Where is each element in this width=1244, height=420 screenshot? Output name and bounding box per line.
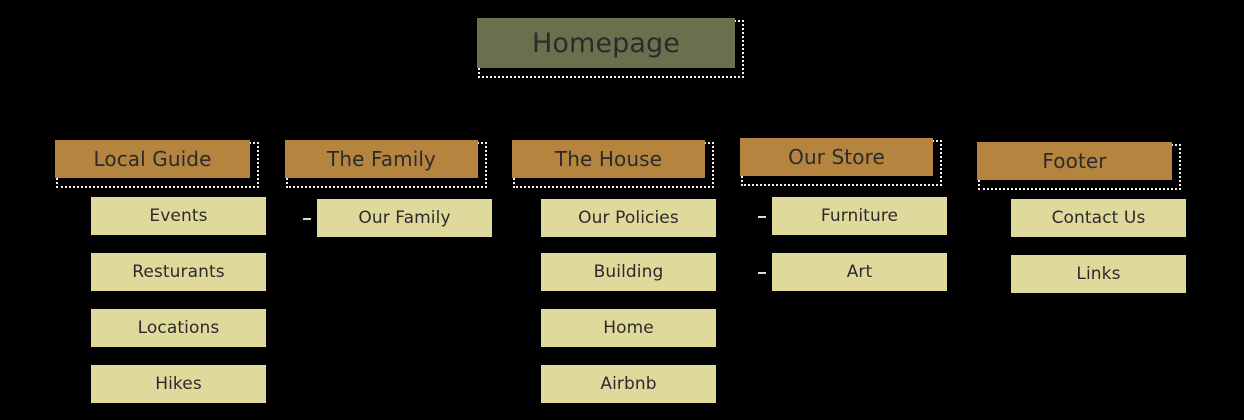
section-node-our-store[interactable]: Our Store xyxy=(740,138,933,176)
section-node-the-family[interactable]: The Family xyxy=(285,140,478,178)
section-node-local-guide[interactable]: Local Guide xyxy=(55,140,250,178)
child-node-our-family[interactable]: Our Family xyxy=(317,199,492,237)
child-node-our-policies[interactable]: Our Policies xyxy=(541,199,716,237)
child-node-contact-us[interactable]: Contact Us xyxy=(1011,199,1186,237)
child-node-home[interactable]: Home xyxy=(541,309,716,347)
child-node-events[interactable]: Events xyxy=(91,197,266,235)
child-node-building[interactable]: Building xyxy=(541,253,716,291)
child-node-furniture[interactable]: Furniture xyxy=(772,197,947,235)
child-node-resturants[interactable]: Resturants xyxy=(91,253,266,291)
child-node-locations[interactable]: Locations xyxy=(91,309,266,347)
section-node-footer[interactable]: Footer xyxy=(977,142,1172,180)
section-node-the-house[interactable]: The House xyxy=(512,140,705,178)
child-node-hikes[interactable]: Hikes xyxy=(91,365,266,403)
child-node-airbnb[interactable]: Airbnb xyxy=(541,365,716,403)
child-connector-stub-our-family xyxy=(303,218,311,220)
child-node-art[interactable]: Art xyxy=(772,253,947,291)
root-node-homepage[interactable]: Homepage xyxy=(477,18,735,68)
child-connector-stub-art xyxy=(758,272,766,274)
child-connector-stub-furniture xyxy=(758,216,766,218)
child-node-links[interactable]: Links xyxy=(1011,255,1186,293)
